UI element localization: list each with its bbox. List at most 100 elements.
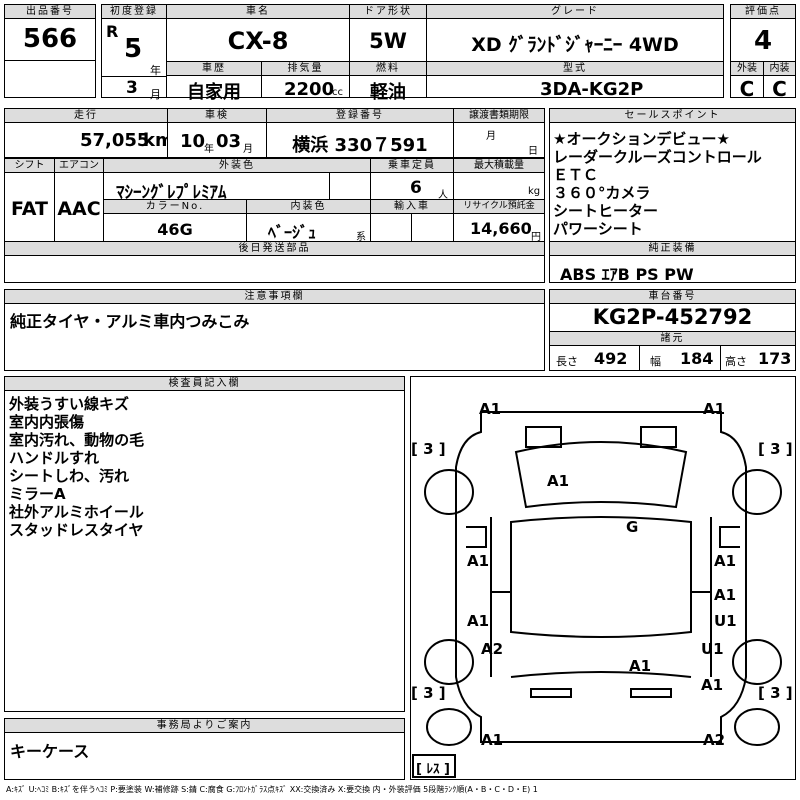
mark-right-1: A1 [714, 552, 737, 570]
aircon-value: AAC [57, 198, 101, 220]
interior-value: C [772, 77, 787, 101]
inspector-item: シートしわ、汚れ [9, 467, 130, 485]
specs-label: 諸元 [549, 331, 796, 346]
length-label: 長さ [556, 355, 578, 368]
office-label: 事務局よりご案内 [4, 718, 405, 733]
history-value: 自家用 [187, 82, 241, 103]
first-reg-era: R [106, 22, 119, 41]
mark-hood: A1 [547, 472, 570, 490]
car-name-label: 車名 [166, 4, 350, 19]
int-color-unit: 系 [356, 232, 366, 243]
width-cell [639, 345, 721, 371]
transfer-label: 譲渡書類期限 [453, 108, 545, 123]
grade-label: グレード [426, 4, 724, 19]
width-label: 幅 [650, 355, 661, 368]
transfer-day-unit: 日 [528, 146, 538, 157]
door-label: ドア形状 [349, 4, 427, 19]
length-value: 492 [594, 349, 628, 368]
sales-point-item: シートヒーター [553, 202, 659, 220]
shift-value: FAT [11, 198, 48, 220]
displacement-unit: cc [332, 87, 343, 98]
exterior-label: 外装 [730, 61, 764, 76]
mark-roof-rear: A1 [629, 657, 652, 675]
import-box [370, 213, 412, 242]
legend: A:ｷｽﾞ U:ﾍｺﾐ B:ｷｽﾞを伴うﾍｺﾐ P:要塗装 W:補修跡 S:錆 … [6, 785, 538, 794]
first-reg-label: 初度登録 [101, 4, 167, 19]
later-parts-label: 後日発送部品 [4, 241, 545, 256]
displacement-label: 排気量 [261, 61, 350, 76]
fuel-label: 燃料 [349, 61, 427, 76]
inspection-year: 10 [180, 131, 206, 152]
inspection-month-unit: 月 [243, 144, 253, 155]
spare-tire: [ ﾚｽ ] [416, 762, 450, 777]
first-reg-year: 5 [124, 34, 143, 64]
sales-points-label: セールスポイント [549, 108, 796, 123]
equipment-value: ABS ｴｱB PS PW [560, 265, 694, 284]
int-color-value: ﾍﾞｰｼﾞｭ [268, 223, 317, 242]
inspector-list: 外装うすい線キズ 室内内張傷 室内汚れ、動物の毛 ハンドルすれ シートしわ、汚れ… [9, 395, 144, 539]
shift-label: シフト [4, 158, 55, 173]
color-label: 外装色 [103, 158, 371, 173]
mark-bottom-right: A2 [703, 731, 726, 749]
inspection-year-unit: 年 [204, 144, 214, 155]
sales-point-item: ★オークションデビュー★ [553, 130, 730, 148]
interior-label: 内装 [763, 61, 796, 76]
registration-value: 横浜 330７591 [292, 135, 428, 156]
import-label: 輸入車 [370, 199, 454, 214]
sales-point-item: ３６０°カメラ [553, 184, 651, 202]
mark-left-3: A2 [481, 640, 504, 658]
inspector-item: ハンドルすれ [9, 449, 100, 467]
tire-rr: [ 3 ] [758, 684, 793, 702]
height-cell [720, 345, 796, 371]
capacity-value: 6 [410, 178, 422, 198]
inspection-month: 03 [216, 131, 242, 152]
color-value: ﾏｼｰﾝｸﾞﾚﾌﾟﾚﾐｱﾑ [116, 183, 227, 203]
mark-top-right: A1 [703, 400, 726, 418]
color-no-value: 46G [157, 220, 193, 239]
sales-point-item: ＥＴＣ [553, 166, 599, 184]
aircon-label: エアコン [54, 158, 104, 173]
capacity-label: 乗車定員 [370, 158, 454, 173]
transfer-month-unit: 月 [486, 131, 496, 142]
score-label: 評価点 [730, 4, 796, 19]
color-side-box [329, 172, 371, 200]
displacement-value: 2200 [284, 79, 335, 100]
tire-rl: [ 3 ] [411, 684, 446, 702]
inspector-item: 室内汚れ、動物の毛 [9, 431, 145, 449]
model-value: 3DA-KG2P [540, 79, 644, 100]
model-label: 型式 [426, 61, 724, 76]
lot-blank [4, 60, 96, 98]
color-no-label: カラーNo. [103, 199, 247, 214]
mileage-label: 走行 [4, 108, 168, 123]
inspection-label: 車検 [167, 108, 267, 123]
width-value: 184 [680, 349, 714, 368]
mileage-unit: km [143, 130, 174, 151]
mileage-value: 57,055 [80, 130, 150, 151]
registration-label: 登録番号 [266, 108, 454, 123]
mark-left-2: A1 [467, 612, 490, 630]
capacity-unit: 人 [438, 190, 448, 201]
mark-right-2: A1 [714, 586, 737, 604]
mark-right-4: U1 [701, 640, 724, 658]
length-cell [549, 345, 640, 371]
mark-windshield: G [626, 518, 639, 536]
notes-label: 注意事項欄 [4, 289, 545, 304]
mark-right-rear: A1 [701, 676, 724, 694]
grade-value: XD ｸﾞﾗﾝﾄﾞｼﾞｬｰﾆｰ 4WD [471, 34, 679, 56]
recycle-value: 14,660 [470, 219, 532, 238]
inspector-item: ミラーA [9, 485, 66, 503]
notes-value: 純正タイヤ・アルミ車内つみこみ [10, 312, 250, 331]
mark-bottom-left: A1 [481, 731, 504, 749]
tire-fr: [ 3 ] [758, 440, 793, 458]
load-unit: kg [528, 186, 541, 197]
first-reg-month: 3 [126, 78, 138, 98]
height-label: 高さ [725, 355, 747, 368]
first-reg-month-unit: 月 [150, 88, 161, 101]
equipment-label: 純正装備 [549, 241, 796, 256]
history-label: 車歴 [166, 61, 262, 76]
inspector-item: 社外アルミホイール [9, 503, 144, 521]
lot-number: 566 [22, 24, 78, 54]
sales-points-list: ★オークションデビュー★ レーダークルーズコントロール ＥＴＣ ３６０°カメラ … [553, 130, 762, 238]
chassis-label: 車台番号 [549, 289, 796, 304]
tire-fl: [ 3 ] [411, 440, 446, 458]
